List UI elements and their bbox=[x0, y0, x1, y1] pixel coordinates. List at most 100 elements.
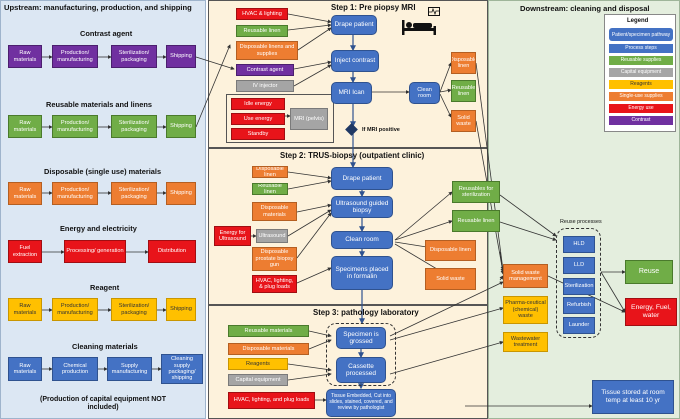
step2-title: Step 2: TRUS-biopsy (outpatient clinic) bbox=[280, 151, 425, 160]
s3-specimen-grossed: Specimen is grossed bbox=[336, 327, 386, 349]
contrast-production: Production/ manufacturing bbox=[52, 45, 98, 68]
reusable-raw-materials: Raw materials bbox=[8, 115, 42, 138]
s1-contrast-agent: Contrast agent bbox=[236, 64, 294, 76]
disposable-raw-materials: Raw materials bbox=[8, 182, 42, 205]
cleaning-packaging-shipping: Cleaning supply packaging/ shipping bbox=[161, 354, 203, 384]
reuse-outcome: Reuse bbox=[625, 260, 673, 284]
s3-reagents: Reagents bbox=[228, 358, 288, 370]
s1-drape-patient: Drape patient bbox=[331, 15, 377, 35]
legend-single-use: Single-use supplies bbox=[609, 92, 673, 101]
s1-hvac-lighting: HVAC & lighting bbox=[236, 8, 288, 20]
energy-fuel-extraction: Fuel extraction bbox=[8, 240, 42, 263]
legend-process-steps: Process steps bbox=[609, 44, 673, 53]
energy-fuel-water: Energy, Fuel, water bbox=[625, 298, 677, 326]
downstream-title: Downstream: cleaning and disposal bbox=[520, 4, 650, 13]
s3-reusable-materials: Reusable materials bbox=[228, 325, 309, 337]
s2-ultrasound-biopsy: Ultrasound guided biopsy bbox=[331, 196, 393, 218]
alarm-monitor-icon bbox=[428, 7, 440, 16]
s2-out-reusables-sterilization: Reusables for sterilization bbox=[452, 181, 500, 203]
s2-out-solid-waste: Solid waste bbox=[425, 268, 476, 290]
section-title-reusable: Reusable materials and linens bbox=[46, 100, 152, 109]
reusable-sterilization: Sterilization/ packaging bbox=[111, 115, 157, 138]
disposable-shipping: Shipping bbox=[166, 182, 196, 205]
section-title-disposable: Disposable (single use) materials bbox=[44, 167, 162, 176]
wastewater-treatment: Wastewater treatment bbox=[503, 332, 548, 352]
section-title-reagent: Reagent bbox=[90, 283, 120, 292]
s2-out-reusable-linen: Reusable linen bbox=[452, 210, 500, 232]
reuse-sterilization: Sterilization bbox=[563, 278, 595, 295]
s2-biopsy-gun: Disposable prostate biopsy gun bbox=[252, 247, 297, 271]
reagent-production: Production/ manufacturing bbox=[52, 298, 98, 321]
s1-condition: If MRI positive bbox=[362, 127, 400, 133]
legend: Legend Patient/specimen pathway Process … bbox=[604, 14, 676, 132]
s3-tissue-embedded: Tissue Embedded, Cut into slides, staine… bbox=[326, 389, 396, 417]
reuse-processes-group bbox=[556, 228, 601, 338]
s2-disposable-materials: Disposable materials bbox=[252, 202, 297, 221]
cleaning-chemical-production: Chemical production bbox=[52, 357, 98, 381]
s1-mri-machine: MRI (pelvis) bbox=[290, 108, 328, 130]
s1-disposable-linens: Disposable linens and supplies bbox=[236, 41, 298, 60]
legend-patient-pathway: Patient/specimen pathway bbox=[609, 28, 673, 41]
section-title-energy: Energy and electricity bbox=[60, 224, 137, 233]
section-title-contrast: Contrast agent bbox=[80, 29, 133, 38]
legend-capital-equipment: Capital equipment bbox=[609, 68, 673, 77]
s3-cassette-processed: Cassette processed bbox=[336, 357, 386, 383]
s2-energy-ultrasound: Energy for Ultrasound bbox=[214, 226, 251, 246]
legend-reusable-supplies: Reusable supplies bbox=[609, 56, 673, 65]
hospital-bed-icon bbox=[401, 18, 437, 36]
upstream-title: Upstream: manufacturing, production, and… bbox=[4, 3, 192, 12]
contrast-sterilization: Sterilization/ packaging bbox=[111, 45, 157, 68]
s2-disposable-linen: Disposable linen bbox=[252, 166, 288, 178]
s3-capital-equipment: Capital equipment bbox=[228, 374, 288, 386]
reagent-raw-materials: Raw materials bbox=[8, 298, 42, 321]
upstream-panel bbox=[0, 0, 206, 419]
tissue-storage: Tissue stored at room temp at least 10 y… bbox=[592, 380, 674, 414]
cleaning-raw-materials: Raw materials bbox=[8, 357, 42, 381]
s2-out-disposable-linen: Disposable linen bbox=[425, 240, 476, 261]
reusable-production: Production/ manufacturing bbox=[52, 115, 98, 138]
s1-mri-scan: MRI Ican bbox=[331, 82, 372, 104]
s2-reusable-linen: Reusable linen bbox=[252, 183, 288, 195]
legend-energy-use: Energy use bbox=[609, 104, 673, 113]
reuse-hld: HLD bbox=[563, 236, 595, 253]
reuse-launder: Launder bbox=[563, 317, 595, 334]
s1-inject-contrast: Inject contrast bbox=[331, 50, 379, 72]
legend-contrast: Contrast bbox=[609, 116, 673, 125]
solid-waste-management: Solid waste management bbox=[503, 264, 548, 288]
s1-idle-energy: Idle energy bbox=[231, 98, 285, 110]
s3-disposable-materials: Disposable materials bbox=[228, 343, 309, 355]
reuse-processes-label: Reuse processes bbox=[560, 219, 602, 225]
disposable-production: Production/ manufacturing bbox=[52, 182, 98, 205]
s1-out-solid-waste: Solid waste bbox=[451, 110, 476, 132]
reuse-refurbish: Refurbish bbox=[563, 297, 595, 314]
s1-reusable-linen: Reusable linen bbox=[236, 25, 288, 37]
s3-hvac-lighting: HVAC, lighting, and plug loads bbox=[228, 392, 315, 409]
s1-use-energy: Use energy bbox=[231, 113, 285, 125]
energy-processing: Processing/ generation bbox=[64, 240, 126, 263]
capital-equipment-footnote: (Production of capital equipment NOT inc… bbox=[40, 396, 166, 412]
s3-process-group bbox=[326, 323, 396, 386]
s2-ultrasound: Ultrasound bbox=[256, 229, 288, 243]
energy-distribution: Distribution bbox=[148, 240, 196, 263]
cleaning-supply-manufacturing: Supply manufacturing bbox=[107, 357, 152, 381]
s1-iv-injector: IV injector bbox=[236, 80, 294, 92]
step3-title: Step 3: pathology laboratory bbox=[313, 308, 419, 317]
s1-out-reusable-linen: Reusable linen bbox=[451, 80, 476, 102]
reagent-sterilization: Sterilization/ packaging bbox=[111, 298, 157, 321]
s2-clean-room: Clean room bbox=[331, 231, 393, 249]
legend-title: Legend bbox=[627, 18, 649, 24]
s1-clean-room: Clean room bbox=[409, 82, 440, 104]
s1-out-disposable-linen: Disposable linen bbox=[451, 52, 476, 74]
s2-drape-patient: Drape patient bbox=[331, 167, 393, 190]
reusable-shipping: Shipping bbox=[166, 115, 196, 138]
contrast-raw-materials: Raw materials bbox=[8, 45, 42, 68]
section-title-cleaning: Cleaning materials bbox=[72, 342, 138, 351]
disposable-sterilization: Sterilization/ packaging bbox=[111, 182, 157, 205]
mri-energy-group bbox=[226, 94, 334, 143]
pharmaceutical-waste: Pharma-ceutical (chemical) waste bbox=[503, 296, 548, 324]
s1-standby: Standby bbox=[231, 128, 285, 140]
s2-specimens-formalin: Specimens placed in formalin bbox=[331, 256, 393, 290]
s2-hvac-lighting: HVAC, lighting, & plug loads bbox=[252, 275, 297, 293]
legend-reagents: Reagents bbox=[609, 80, 673, 89]
reuse-lld: LLD bbox=[563, 257, 595, 274]
